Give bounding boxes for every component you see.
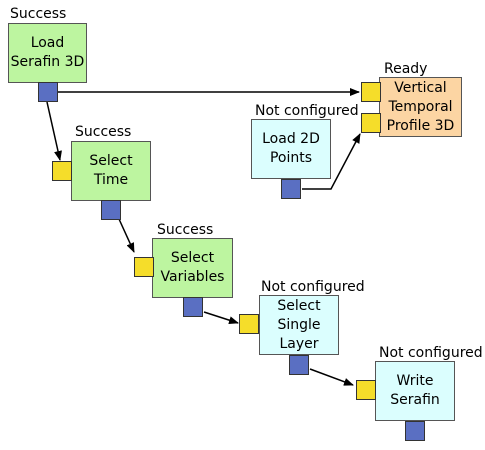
vertical-temporal-profile-3d-node[interactable]: Vertical Temporal Profile 3D — [379, 77, 462, 137]
vertical-temporal-profile-3d-label: Vertical Temporal Profile 3D — [386, 79, 455, 134]
select-single-layer-output-port[interactable] — [289, 355, 309, 375]
vertical-profile-input-port-2[interactable] — [361, 113, 381, 133]
select-time-label: Select Time — [89, 153, 133, 188]
load-2d-points-node[interactable]: Load 2D Points — [251, 119, 331, 179]
write-serafin-label: Write Serafin — [390, 373, 440, 408]
write-serafin-input-port[interactable] — [356, 380, 376, 400]
load-2d-points-label: Load 2D Points — [262, 131, 320, 166]
load-serafin-3d-label: Load Serafin 3D — [10, 35, 85, 70]
write-serafin-status: Not configured — [379, 345, 483, 361]
load-2d-points-output-port[interactable] — [281, 179, 301, 199]
select-single-layer-label: Select Single Layer — [277, 297, 321, 352]
select-single-layer-status: Not configured — [261, 279, 365, 295]
load-serafin-output-port[interactable] — [38, 82, 58, 102]
select-time-node[interactable]: Select Time — [71, 141, 151, 201]
vertical-profile-input-port-1[interactable] — [361, 82, 381, 102]
edge-load-2d-points-to-vertical-profile — [302, 133, 361, 190]
select-variables-input-port[interactable] — [134, 257, 154, 277]
write-serafin-output-port[interactable] — [405, 421, 425, 441]
load-serafin-3d-node[interactable]: Load Serafin 3D — [8, 23, 87, 83]
select-time-status: Success — [75, 124, 132, 140]
select-time-output-port[interactable] — [101, 200, 121, 220]
edge-select-variables-to-select-single-layer — [203, 311, 239, 325]
edge-select-time-to-select-variables — [118, 218, 135, 253]
select-single-layer-input-port[interactable] — [239, 314, 259, 334]
edge-load-serafin-to-select-time — [46, 101, 62, 161]
load-2d-points-status: Not configured — [255, 103, 359, 119]
write-serafin-node[interactable]: Write Serafin — [375, 361, 455, 421]
select-variables-output-port[interactable] — [183, 297, 203, 317]
select-variables-node[interactable]: Select Variables — [152, 238, 233, 298]
select-single-layer-node[interactable]: Select Single Layer — [259, 295, 339, 355]
vertical-profile-status: Ready — [384, 61, 428, 77]
select-variables-status: Success — [157, 222, 214, 238]
load-serafin-status: Success — [10, 6, 67, 22]
select-variables-label: Select Variables — [160, 250, 225, 285]
select-time-input-port[interactable] — [52, 161, 72, 181]
edge-select-single-layer-to-write-serafin — [309, 368, 354, 386]
